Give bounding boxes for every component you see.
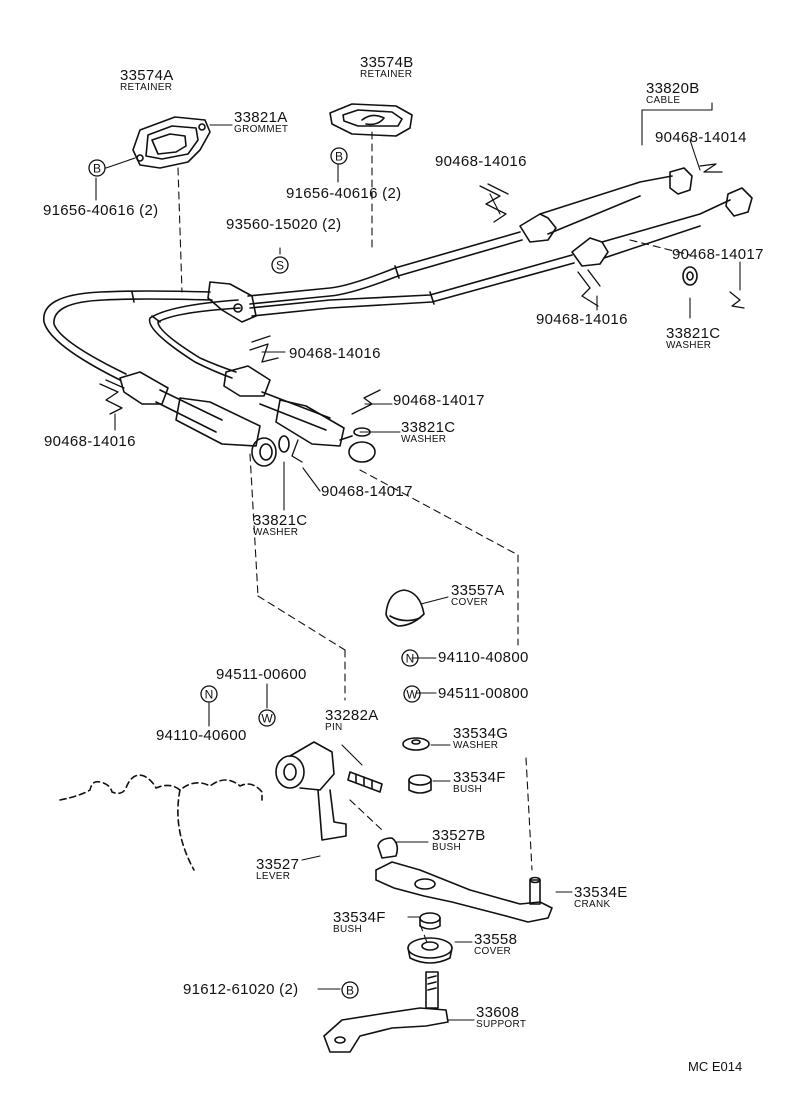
fastener-label-nut-right: 94110-40800 bbox=[438, 649, 529, 666]
part-name: PIN bbox=[325, 722, 343, 733]
fastener-label-nut-left: 94110-40600 bbox=[156, 727, 247, 744]
bolt-symbol-icon: B bbox=[330, 147, 348, 165]
fastener-label-bolt-bottom: 91612-61020 (2) bbox=[183, 981, 299, 998]
fastener-label-clip-left: 90468-14016 bbox=[44, 433, 136, 450]
part-label-cover-lower: 33558 COVER bbox=[474, 932, 517, 957]
washer-symbol-letter: W bbox=[261, 712, 273, 726]
part-number: 33527 bbox=[256, 856, 300, 873]
bolt-symbol-letter: B bbox=[346, 984, 354, 998]
part-number: 33820B bbox=[646, 80, 700, 97]
part-number: 33534G bbox=[453, 725, 509, 742]
nut-symbol-letter: N bbox=[406, 652, 415, 666]
screw-symbol-icon: S bbox=[271, 256, 289, 274]
part-name: CRANK bbox=[574, 899, 611, 910]
part-label-pin: 33282A PIN bbox=[325, 708, 379, 733]
part-label-grommet: 33821A GROMMET bbox=[234, 110, 288, 135]
part-label-washer-mid: 33821C WASHER bbox=[401, 420, 455, 445]
part-name: COVER bbox=[451, 597, 489, 608]
nut-symbol-icon: N bbox=[401, 649, 419, 667]
part-number: 33574B bbox=[360, 54, 414, 71]
part-number: 33821C bbox=[666, 325, 721, 342]
part-label-bush-f-upper: 33534F BUSH bbox=[453, 770, 506, 795]
washer-symbol-letter: W bbox=[406, 688, 418, 702]
part-name: WASHER bbox=[453, 740, 499, 751]
part-name: BUSH bbox=[432, 842, 461, 853]
part-label-cover-upper: 33557A COVER bbox=[451, 583, 505, 608]
part-name: SUPPORT bbox=[476, 1019, 527, 1030]
part-number: 33558 bbox=[474, 931, 518, 948]
part-name: RETAINER bbox=[360, 69, 413, 80]
fastener-label-bolt-right: 91656-40616 (2) bbox=[286, 185, 402, 202]
fastener-label-screw: 93560-15020 (2) bbox=[226, 216, 342, 233]
fastener-label-pin-clip-upper: 90468-14017 bbox=[393, 392, 485, 409]
retainer-b-drawing bbox=[329, 103, 413, 137]
part-label-support: 33608 SUPPORT bbox=[476, 1005, 526, 1030]
part-name: BUSH bbox=[333, 924, 362, 935]
part-label-washer-left: 33821C WASHER bbox=[253, 513, 307, 538]
part-number: 33574A bbox=[120, 67, 174, 84]
bolt-symbol-icon: B bbox=[88, 159, 106, 177]
part-number: 33821A bbox=[234, 109, 288, 126]
cable-assembly bbox=[43, 167, 753, 467]
leader-lines bbox=[95, 102, 741, 1021]
diagram-code: MC E014 bbox=[688, 1059, 743, 1074]
fastener-label-clip-top-left: 90468-14016 bbox=[435, 153, 527, 170]
part-label-crank: 33534E CRANK bbox=[574, 885, 628, 910]
part-name: GROMMET bbox=[234, 124, 289, 135]
lower-parts-drawing bbox=[59, 589, 553, 1053]
part-number: 33534F bbox=[333, 909, 386, 926]
clip-drawings bbox=[99, 163, 745, 463]
fastener-label-bolt-left: 91656-40616 (2) bbox=[43, 202, 159, 219]
part-number: 33557A bbox=[451, 582, 505, 599]
part-name: WASHER bbox=[666, 340, 712, 351]
nut-symbol-icon: N bbox=[200, 685, 218, 703]
bolt-symbol-letter: B bbox=[93, 162, 101, 176]
washer-symbol-icon: W bbox=[403, 685, 421, 703]
bolt-symbol-letter: B bbox=[335, 150, 343, 164]
dashed-guide-lines bbox=[177, 131, 691, 946]
part-name: WASHER bbox=[401, 434, 447, 445]
part-label-bush-b: 33527B BUSH bbox=[432, 828, 486, 853]
fastener-label-washer-right: 94511-00800 bbox=[438, 685, 529, 702]
part-name: CABLE bbox=[646, 95, 681, 106]
part-number: 33282A bbox=[325, 707, 379, 724]
screw-symbol-letter: S bbox=[276, 259, 284, 273]
part-label-retainer-b: 33574B RETAINER bbox=[360, 55, 414, 80]
nut-symbol-letter: N bbox=[205, 688, 214, 702]
part-name: COVER bbox=[474, 946, 512, 957]
fastener-label-clip-top-right: 90468-14014 bbox=[655, 129, 747, 146]
fastener-label-clip-right: 90468-14016 bbox=[536, 311, 628, 328]
fastener-label-washer-left: 94511-00600 bbox=[216, 666, 307, 683]
part-number: 33534F bbox=[453, 769, 506, 786]
part-number: 33527B bbox=[432, 827, 486, 844]
bolt-symbol-icon: B bbox=[341, 981, 359, 999]
part-label-cable: 33820B CABLE bbox=[646, 81, 700, 106]
part-label-bush-f-lower: 33534F BUSH bbox=[333, 910, 386, 935]
part-label-retainer-a: 33574A RETAINER bbox=[120, 68, 174, 93]
part-label-washer-right: 33821C WASHER bbox=[666, 326, 720, 351]
fastener-label-clip-center: 90468-14016 bbox=[289, 345, 381, 362]
part-name: LEVER bbox=[256, 871, 291, 882]
part-label-lever: 33527 LEVER bbox=[256, 857, 299, 882]
part-label-washer-g: 33534G WASHER bbox=[453, 726, 508, 751]
part-number: 33821C bbox=[253, 512, 308, 529]
part-number: 33608 bbox=[476, 1004, 520, 1021]
part-name: WASHER bbox=[253, 527, 299, 538]
part-number: 33534E bbox=[574, 884, 628, 901]
washer-symbol-icon: W bbox=[258, 709, 276, 727]
part-number: 33821C bbox=[401, 419, 456, 436]
part-name: BUSH bbox=[453, 784, 482, 795]
part-name: RETAINER bbox=[120, 82, 173, 93]
fastener-label-pin-clip-lower: 90468-14017 bbox=[321, 483, 413, 500]
retainer-a-drawing bbox=[132, 116, 211, 169]
fastener-label-clip-far-right: 90468-14017 bbox=[672, 246, 764, 263]
